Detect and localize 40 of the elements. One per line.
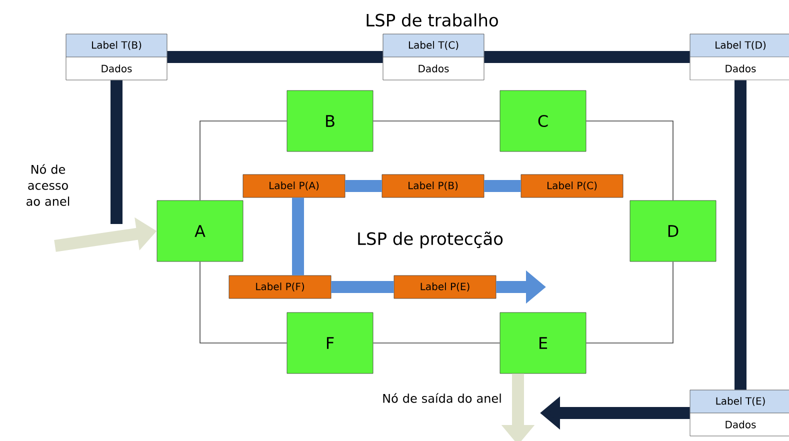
path-line: [484, 51, 690, 63]
label-packet: [66, 34, 168, 80]
label-tag: Label P(E): [394, 275, 496, 299]
connector-line: [200, 120, 288, 201]
path-line: [110, 80, 122, 224]
data-text: Dados: [726, 64, 756, 72]
path-line: [734, 80, 746, 390]
router-box: D: [630, 200, 716, 262]
router-box: B: [286, 90, 374, 152]
data-text: Dados: [726, 420, 756, 428]
path-line: [292, 198, 304, 276]
label-tag: Label P(C): [520, 174, 624, 198]
connector-line: [372, 342, 500, 344]
connector-line: [372, 120, 500, 122]
text-label: LSP de protecção: [358, 232, 503, 248]
label-text: Label T(D): [716, 41, 766, 50]
connector-line: [586, 261, 674, 344]
connector-line: [586, 120, 674, 201]
label-text: Label T(B): [92, 41, 142, 50]
data-text: Dados: [418, 64, 449, 72]
path-line: [345, 180, 382, 192]
router-box: E: [500, 312, 586, 374]
path-line: [331, 281, 394, 293]
label-tag: Label P(B): [382, 174, 484, 198]
label-packet: [690, 390, 789, 436]
path-line: [167, 51, 383, 63]
label-tag: Label P(A): [242, 174, 346, 198]
router-box: F: [286, 312, 374, 374]
router-box: C: [500, 90, 586, 152]
text-label: Nó de acesso ao anel: [26, 164, 70, 206]
router-box: A: [156, 200, 244, 262]
label-tag: Label P(F): [228, 275, 332, 299]
label-text: Label T(C): [408, 41, 458, 50]
text-label: Nó de saída do anel: [383, 393, 501, 403]
data-text: Dados: [102, 64, 132, 72]
connector-line: [200, 261, 288, 344]
label-packet: [382, 34, 484, 80]
label-packet: [690, 34, 789, 80]
path-line: [484, 180, 521, 192]
label-text: Label T(E): [716, 397, 765, 406]
